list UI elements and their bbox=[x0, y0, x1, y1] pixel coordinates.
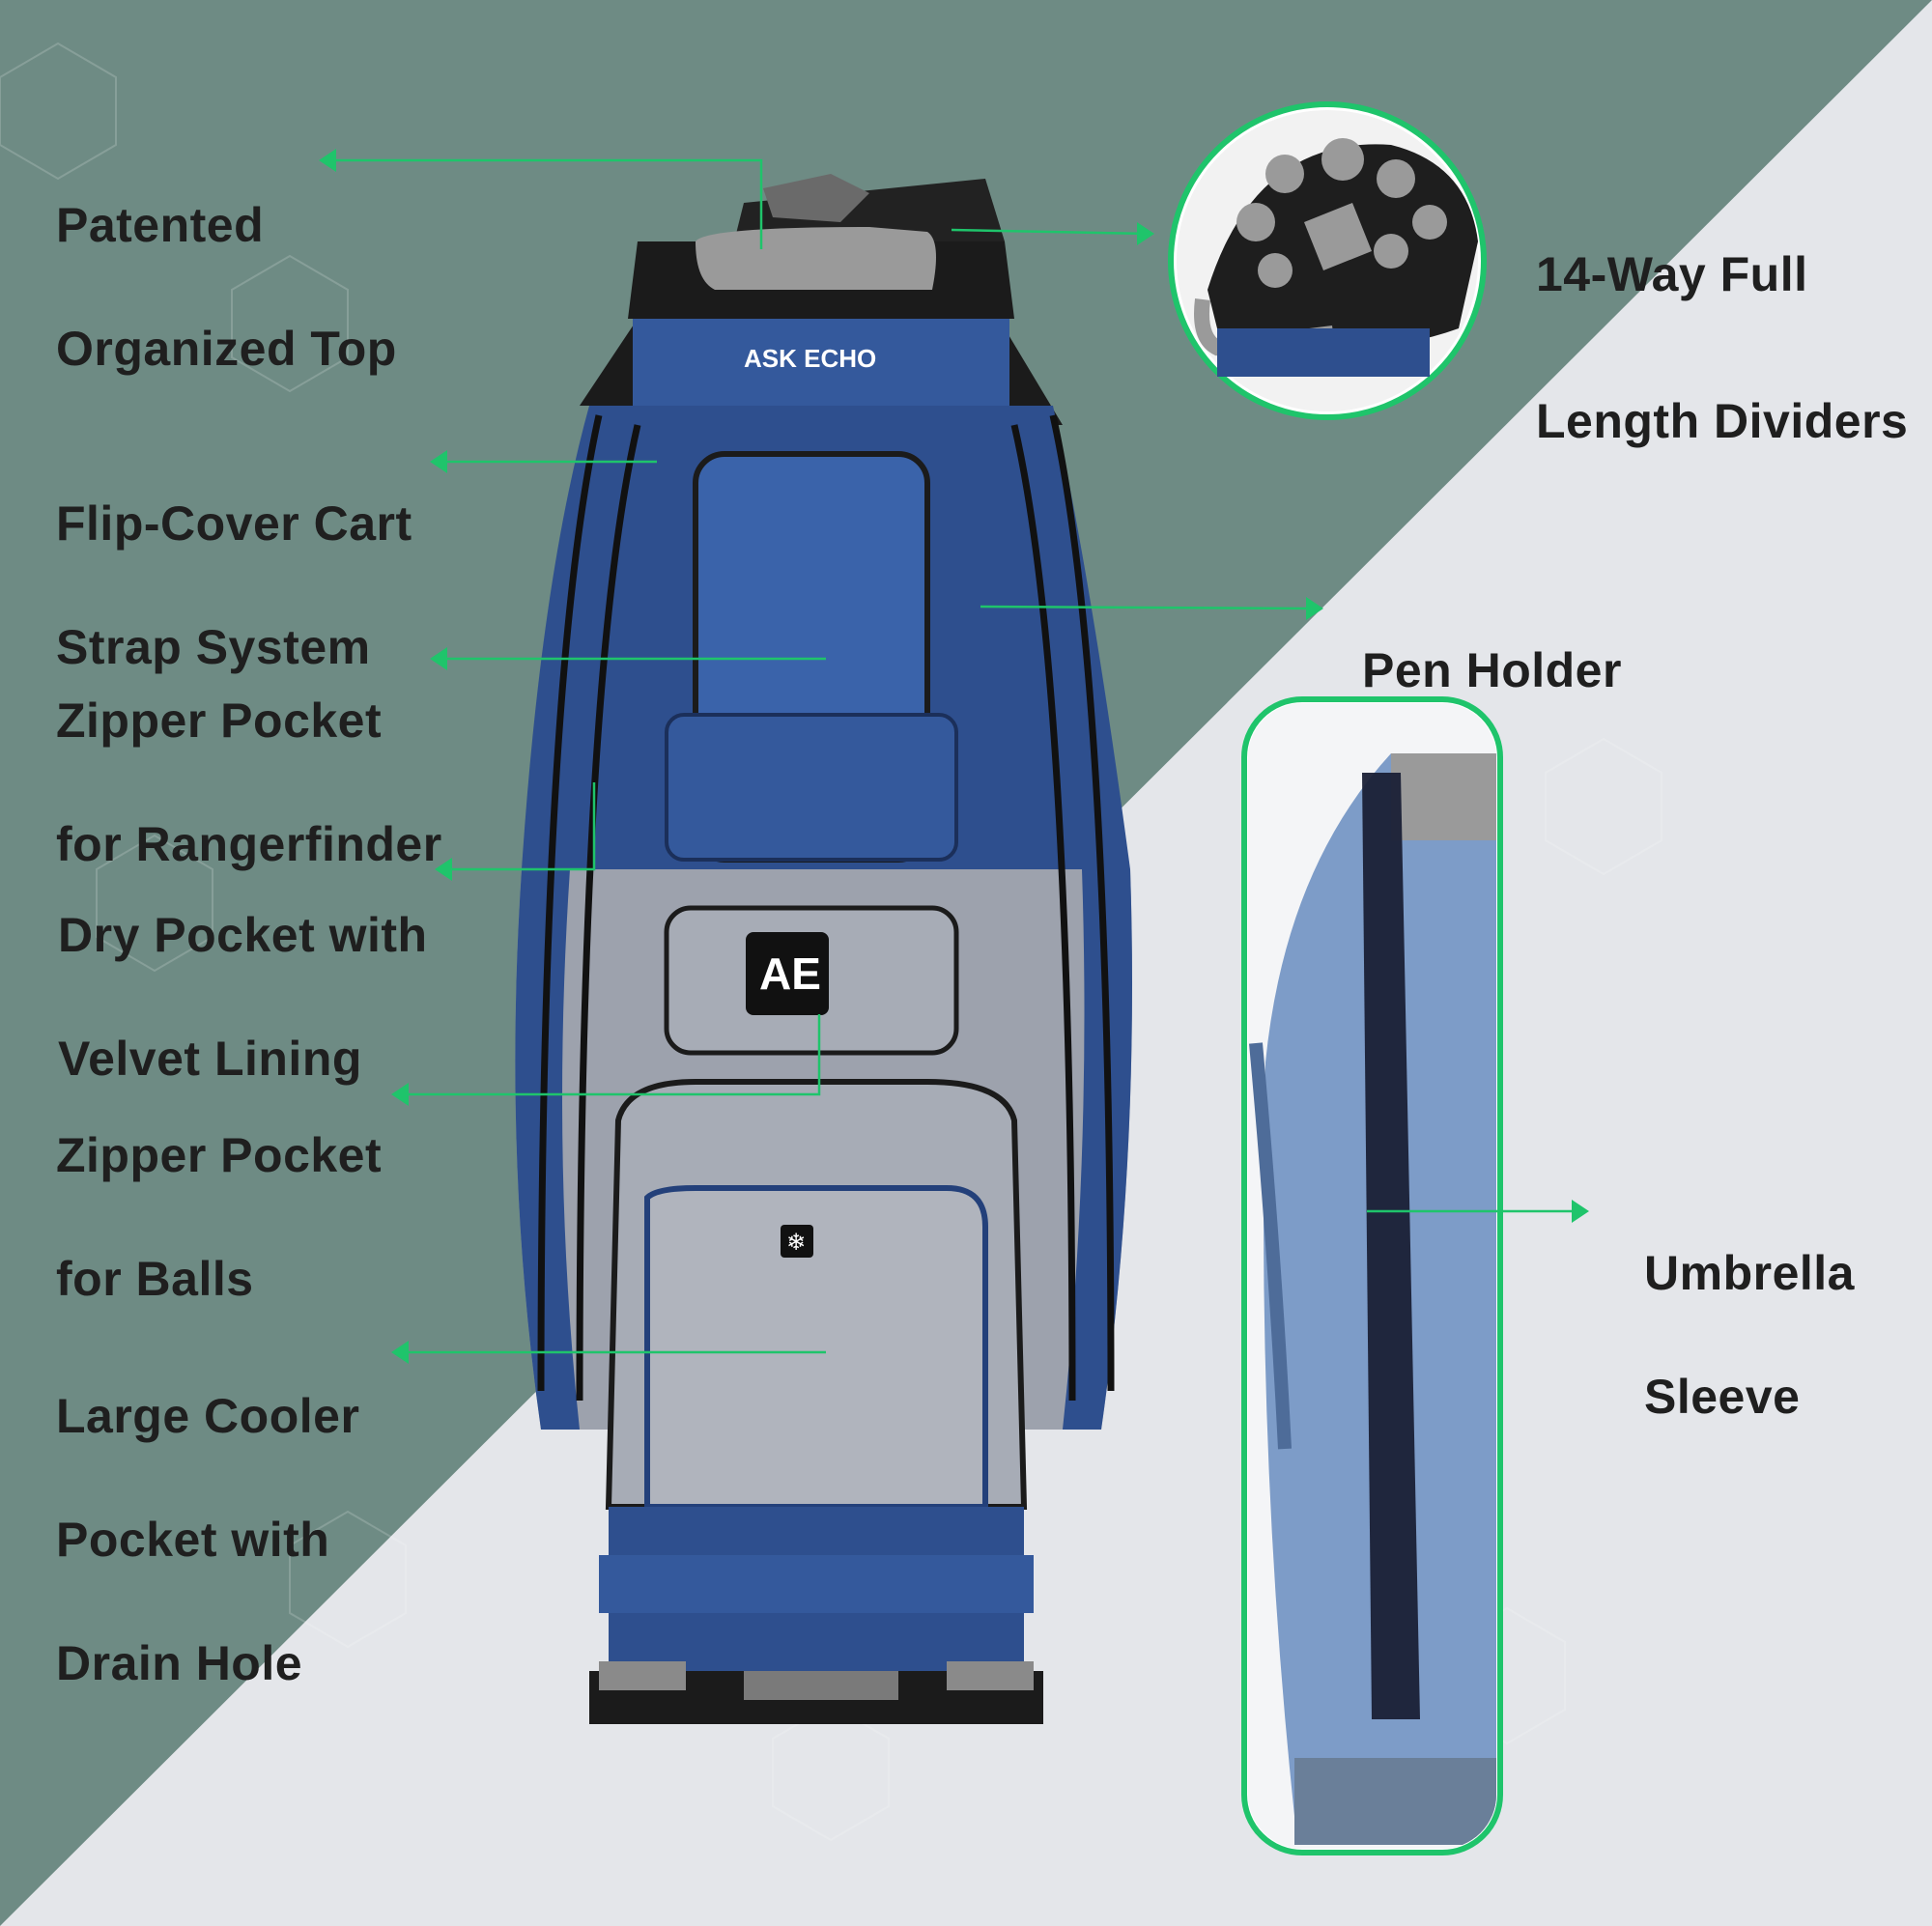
label-dry-pocket: Dry Pocket with Velvet Lining bbox=[58, 908, 428, 1086]
bag-wordmark: ASK ECHO bbox=[744, 344, 876, 373]
label-umbrella: Umbrella Sleeve bbox=[1644, 1246, 1855, 1424]
arrow-left-icon bbox=[435, 858, 452, 881]
arrow-left-icon bbox=[391, 1083, 409, 1106]
arrow-right-icon bbox=[1137, 222, 1154, 245]
bag-collar bbox=[633, 319, 1009, 406]
bag-top-handle bbox=[696, 227, 936, 290]
arrow-left-icon bbox=[430, 450, 447, 473]
arrow-left-icon bbox=[319, 149, 336, 172]
label-cooler: Large Cooler Pocket with Drain Hole bbox=[56, 1389, 360, 1690]
leader-pen-holder bbox=[980, 605, 1320, 610]
leader-dry-pocket bbox=[440, 782, 596, 871]
arrow-right-icon bbox=[1572, 1200, 1589, 1223]
svg-text:❄: ❄ bbox=[786, 1229, 806, 1256]
label-flip-cover: Flip-Cover Cart Strap System bbox=[56, 496, 412, 674]
label-rangefinder: Zipper Pocket for Rangerfinder bbox=[56, 694, 442, 871]
leader-dividers bbox=[951, 228, 1151, 236]
label-patented-top: Patented Organized Top bbox=[56, 198, 397, 376]
brand-badge-text: AE bbox=[759, 949, 821, 999]
brand-badge bbox=[746, 932, 829, 1015]
label-balls-pocket: Zipper Pocket for Balls bbox=[56, 1128, 383, 1306]
label-pen-holder: Pen Holder bbox=[1362, 643, 1622, 697]
arrow-right-icon bbox=[1306, 597, 1323, 620]
leader-balls-pocket bbox=[396, 1014, 821, 1096]
leader-patented-top bbox=[324, 158, 763, 249]
arrow-left-icon bbox=[391, 1341, 409, 1364]
snowflake-icon bbox=[781, 1225, 813, 1258]
arrow-left-icon bbox=[430, 647, 447, 670]
label-dividers: 14-Way Full Length Dividers bbox=[1536, 247, 1909, 448]
